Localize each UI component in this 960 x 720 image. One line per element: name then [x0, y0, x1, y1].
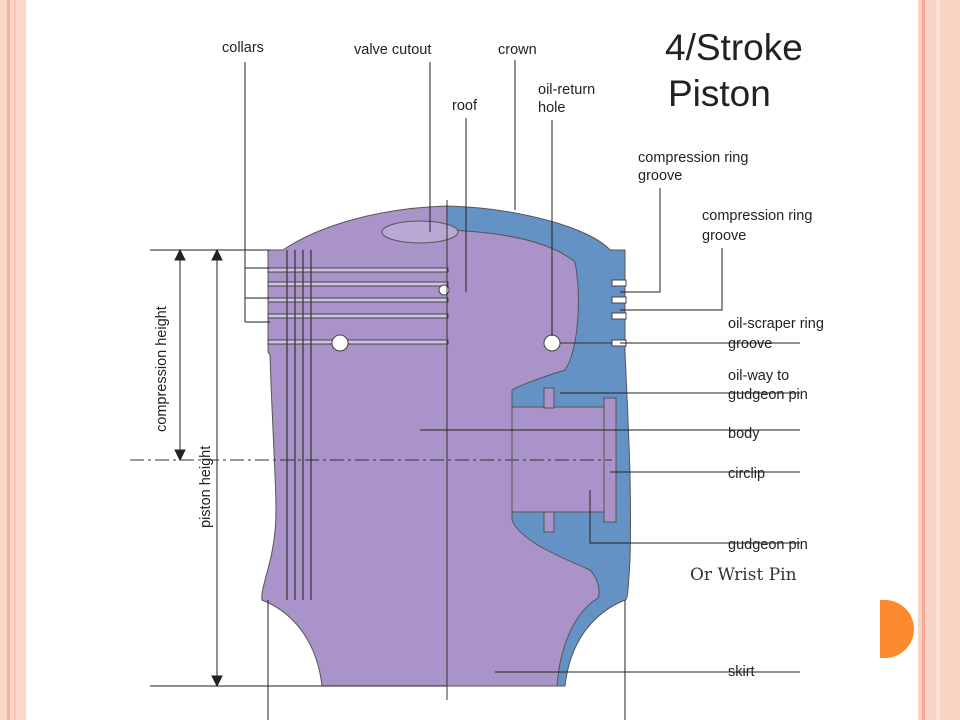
label-oil-way-1: oil-way to [728, 368, 789, 384]
frame-left-line [7, 0, 10, 720]
frame-left-line-inner [14, 0, 16, 720]
label-skirt: skirt [728, 664, 755, 680]
label-compression-ring-groove-2b: groove [702, 228, 746, 244]
label-crown: crown [498, 42, 537, 58]
oil-return-hole-exterior [331, 334, 349, 352]
oil-way-left [543, 387, 555, 409]
ring-grooves-exterior [267, 267, 449, 345]
label-roof: roof [452, 98, 478, 114]
diagram-title-line2: Piston [668, 73, 771, 114]
label-circlip: circlip [728, 466, 765, 482]
diagram-title-line1: 4/Stroke [665, 27, 803, 68]
slide-bullet-marker [880, 600, 914, 658]
valve-cutout [381, 220, 459, 244]
label-collars: collars [222, 40, 264, 56]
label-oil-scraper-1: oil-scraper ring [728, 316, 824, 332]
label-compression-ring-groove-2a: compression ring [702, 208, 812, 224]
dimension-lines [150, 248, 626, 720]
ring-grooves-section [611, 279, 627, 347]
label-oil-return-hole-1: oil-return [538, 82, 595, 98]
collars-marks [286, 250, 312, 600]
frame-right-line [922, 0, 925, 720]
piston-height-label: piston height [198, 446, 214, 528]
piston-diagram: compression height piston height 4/Strok… [130, 27, 824, 720]
compression-height-label: compression height [154, 306, 170, 432]
label-oil-scraper-2: groove [728, 336, 772, 352]
frame-right-line-inner [936, 0, 940, 720]
oil-return-hole-section [543, 334, 561, 352]
label-compression-ring-groove-1a: compression ring [638, 150, 748, 166]
label-wrist-pin: Or Wrist Pin [690, 565, 797, 585]
label-valve-cutout: valve cutout [354, 42, 431, 58]
leader-lines [244, 60, 800, 673]
label-oil-return-hole-2: hole [538, 100, 565, 116]
frame-left-border [0, 0, 26, 720]
label-gudgeon-pin: gudgeon pin [728, 537, 808, 553]
label-oil-way-2: gudgeon pin [728, 387, 808, 403]
oil-way-right [543, 511, 555, 533]
label-compression-ring-groove-1b: groove [638, 168, 682, 184]
piston-exterior-half [261, 205, 448, 687]
label-body: body [728, 426, 760, 442]
